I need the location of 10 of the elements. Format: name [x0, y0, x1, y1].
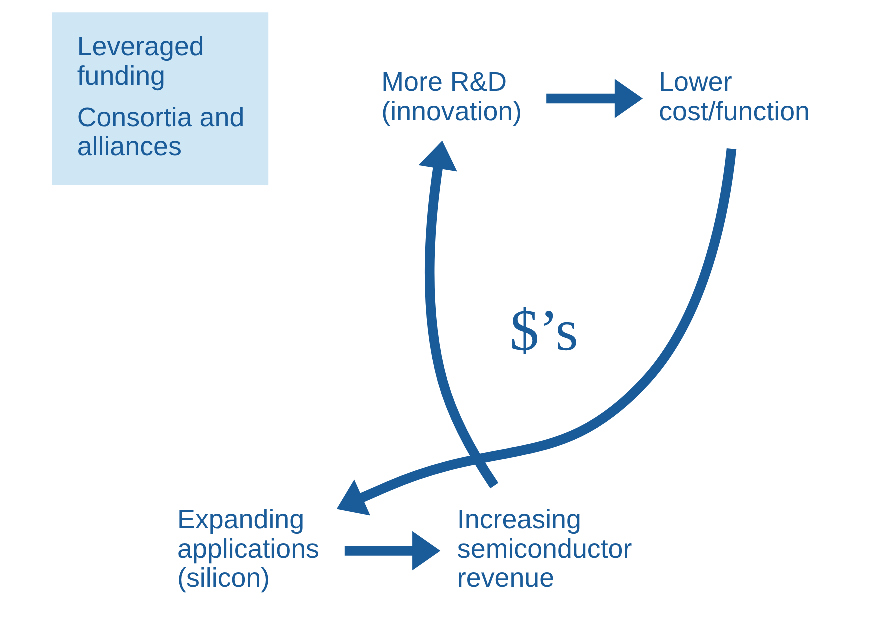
arrow [546, 79, 644, 118]
arrow [344, 531, 441, 571]
node-text: More R&D (innovation) [382, 66, 522, 126]
label: $’s [510, 298, 578, 363]
node-text: Increasing semiconductor revenue [457, 504, 632, 594]
arrow [418, 140, 499, 489]
node-text: Expanding applications (silicon) [178, 504, 320, 594]
node-box: Leveraged funding Consortia and alliances [52, 12, 269, 185]
node-text: Lower cost/function [659, 66, 810, 126]
arrow [336, 148, 737, 516]
